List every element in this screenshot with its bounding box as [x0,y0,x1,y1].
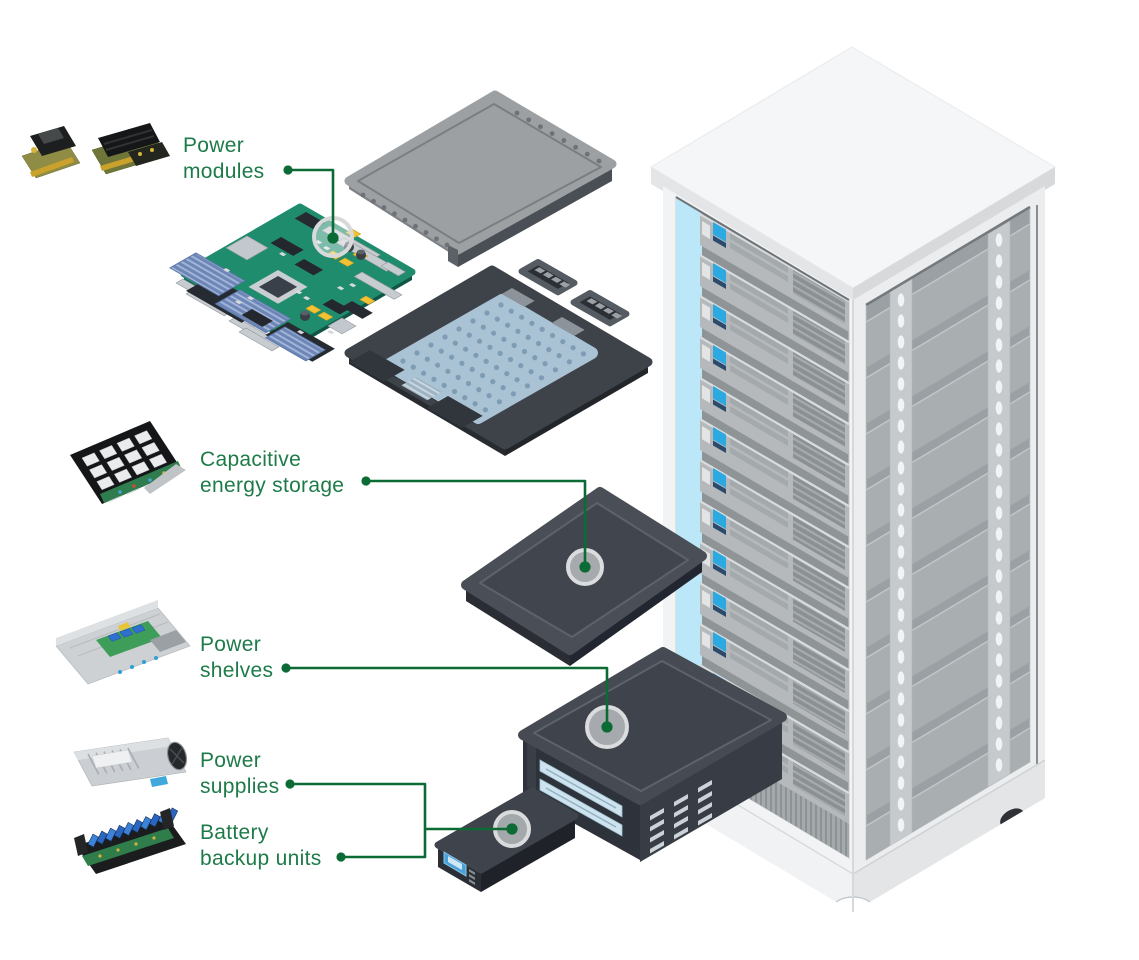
label-power-supplies: Power supplies [200,748,279,800]
rack-illustration [650,46,1056,912]
label-line: backup units [200,847,322,870]
label-capacitive-energy-storage: Capacitive energy storage [200,447,344,499]
shelf-vent-slots [650,780,712,854]
power-shelf-illustration [518,647,787,862]
leader-line-power-modules [286,168,335,240]
power-shelf-photo [55,600,191,685]
label-line: Power [183,134,245,157]
label-line: modules [183,160,265,183]
label-line: Power [200,633,262,656]
power-supply-photo [73,737,188,787]
label-line: shelves [200,659,274,682]
leader-line-power-shelves [284,666,609,729]
power-modules-photo [21,123,170,179]
leader-line-capacitive [364,479,587,569]
capacitor-board-photo [70,421,186,504]
pcb-illustration [168,203,416,362]
leader-dots [281,165,613,862]
leader-line-supplies-battery [288,782,514,859]
coldplate-sled-illustration [344,259,653,456]
cold-plate-dots [400,302,587,413]
label-line: Battery [200,821,269,844]
label-line: Capacitive [200,448,302,471]
label-battery-backup-units: Battery backup units [200,820,322,872]
leader-lines [281,165,613,862]
lid-screw-holes [360,110,602,248]
battery-cells [87,807,179,848]
label-line: supplies [200,775,280,798]
label-line: Power [200,749,262,772]
label-power-modules: Power modules [183,133,264,185]
lid-illustration [344,90,617,267]
battery-board-photo [74,807,186,874]
label-line: energy storage [200,474,345,497]
pcb-components [168,212,407,362]
label-power-shelves: Power shelves [200,632,273,684]
rack-side-rails [866,220,1030,860]
